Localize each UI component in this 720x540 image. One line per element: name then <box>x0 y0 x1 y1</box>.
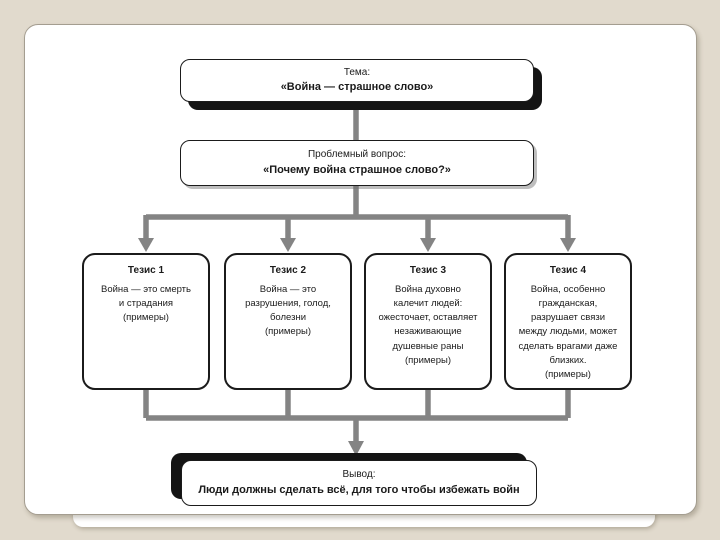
thesis-title: Тезис 1 <box>127 265 165 276</box>
thesis-box-2: Тезис 2 Война — это разрушения, голод, б… <box>224 253 352 390</box>
question-label: Проблемный вопрос: <box>307 149 406 161</box>
conclusion-title: Люди должны сделать всё, для того чтобы … <box>198 483 520 496</box>
thesis-title: Тезис 3 <box>409 265 447 276</box>
conclusion-label: Вывод: <box>342 469 376 481</box>
theme-label: Тема: <box>343 66 371 78</box>
thesis-box-1: Тезис 1 Война — это смерть и страдания (… <box>82 253 210 390</box>
question-title: «Почему война страшное слово?» <box>263 163 451 176</box>
thesis-title: Тезис 2 <box>269 265 307 276</box>
thesis-body: Война, особенно гражданская, разрушает с… <box>518 283 618 381</box>
thesis-title: Тезис 4 <box>549 265 587 276</box>
thesis-body: Война духовно калечит людей: ожесточает,… <box>378 283 478 366</box>
theme-box: Тема: «Война — страшное слово» <box>180 59 534 102</box>
thesis-body: Война — это разрушения, голод, болезни (… <box>245 283 331 338</box>
thesis-box-4: Тезис 4 Война, особенно гражданская, раз… <box>504 253 632 390</box>
thesis-body: Война — это смерть и страдания (примеры) <box>101 283 191 324</box>
theme-title: «Война — страшное слово» <box>280 81 434 94</box>
conclusion-box: Вывод: Люди должны сделать всё, для того… <box>181 460 537 506</box>
question-box: Проблемный вопрос: «Почему война страшно… <box>180 140 534 186</box>
thesis-box-3: Тезис 3 Война духовно калечит людей: оже… <box>364 253 492 390</box>
